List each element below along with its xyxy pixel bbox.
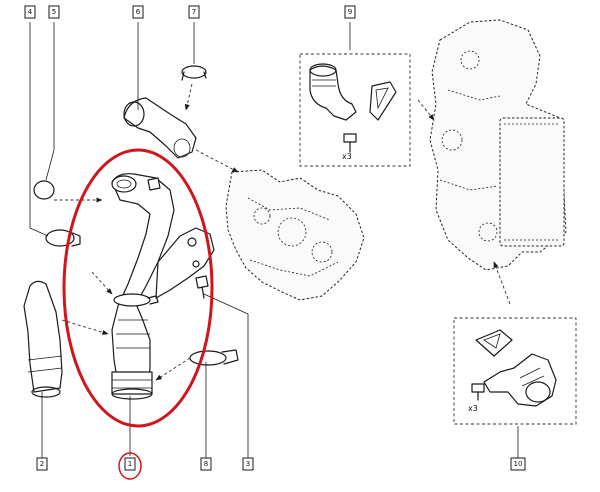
o-ring (33, 180, 55, 200)
engine-block (225, 169, 365, 301)
lower-left-pipe (23, 280, 63, 398)
callout-10: 10 (510, 457, 526, 471)
svg-text:7: 7 (192, 8, 196, 16)
callout-7: 7 (188, 5, 200, 19)
callout-3: 3 (242, 457, 254, 471)
lower-clamp (189, 349, 239, 366)
assembly-arrows (54, 83, 511, 381)
left-clamp (45, 229, 81, 247)
svg-text:5: 5 (52, 8, 56, 16)
callout-6: 6 (132, 5, 144, 19)
svg-text:8: 8 (204, 460, 208, 468)
svg-text:2: 2 (40, 460, 44, 468)
svg-text:10: 10 (514, 460, 523, 468)
quantity-label-top: x3 (342, 152, 352, 161)
detail-box-top: x3 (299, 53, 411, 167)
svg-text:4: 4 (28, 8, 33, 16)
detail-box-bottom: x3 (453, 317, 577, 425)
highlight-ellipse-part-1 (62, 148, 214, 428)
callout-8: 8 (200, 457, 212, 471)
leader-lines (29, 22, 519, 460)
quantity-label-bottom: x3 (468, 404, 478, 413)
bracket-bolt (195, 275, 209, 299)
svg-text:6: 6 (136, 8, 141, 16)
oil-cooler-assembly (429, 19, 567, 271)
highlight-circle-callout-1 (118, 452, 142, 480)
svg-text:3: 3 (246, 460, 250, 468)
callout-5: 5 (48, 5, 60, 19)
upper-air-pipe (123, 65, 207, 159)
svg-text:9: 9 (348, 8, 352, 16)
callout-4: 4 (24, 5, 36, 19)
callout-9: 9 (344, 5, 356, 19)
callout-2: 2 (36, 457, 48, 471)
main-intake-hose (111, 173, 215, 400)
svg-text:1: 1 (128, 460, 132, 468)
callout-1: 1 (124, 457, 136, 471)
